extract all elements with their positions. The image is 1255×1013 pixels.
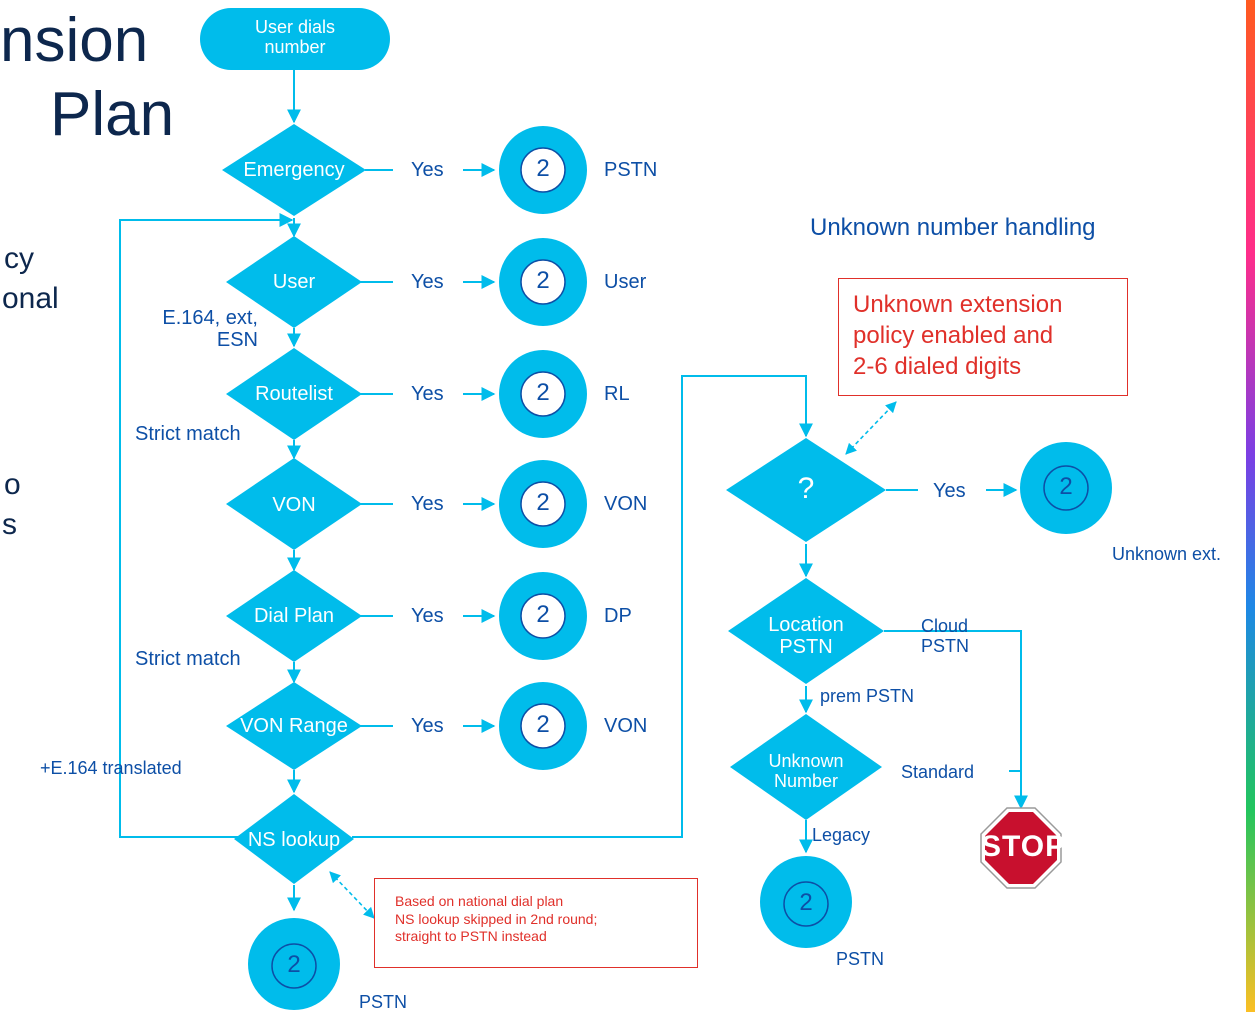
title-line-2: Plan — [50, 80, 175, 149]
note-strict-match-1: Strict match — [135, 423, 241, 445]
outcome-label-emergency: PSTN — [604, 159, 658, 181]
decision-ns-lookup-label: NS lookup — [247, 829, 341, 851]
start-terminator — [200, 8, 390, 70]
stop-sign-text: STOP — [981, 830, 1067, 863]
circle-num-legacy: 2 — [799, 889, 813, 916]
note-legacy: Legacy — [812, 825, 871, 845]
circle-num-unknown-ext: 2 — [1059, 473, 1073, 500]
circle-num-emergency: 2 — [536, 155, 550, 182]
decision-unknown-ext-label: ? — [797, 472, 815, 505]
decision-routelist — [226, 348, 362, 440]
outcome-label-von-range: VON — [604, 715, 648, 737]
yes-label-routelist: Yes — [411, 383, 444, 405]
decision-location-pstn — [728, 578, 884, 684]
yes-label-dial-plan: Yes — [411, 605, 444, 627]
decision-unknown-number — [730, 714, 882, 820]
outcome-label-unknown-ext: Unknown ext. — [1112, 544, 1222, 564]
decision-emergency — [222, 124, 366, 216]
note-e164-translated: +E.164 translated — [40, 758, 182, 778]
circle-num-user: 2 — [536, 267, 550, 294]
side-text-1: cy — [4, 242, 34, 275]
decision-von-range — [226, 682, 362, 770]
decision-unknown-ext — [726, 438, 886, 542]
note-e164-ext-esn: E.164, ext, ESN — [162, 307, 258, 351]
note-standard: Standard — [901, 762, 975, 782]
side-text-2: onal — [2, 282, 59, 315]
yes-label-von: Yes — [411, 493, 444, 515]
circle-num-pstn-bottom: 2 — [287, 951, 301, 978]
decision-dial-plan-label: Dial Plan — [253, 605, 335, 627]
yes-label-von-range: Yes — [411, 715, 444, 737]
circle-num-von-range: 2 — [536, 711, 550, 738]
yes-label-user: Yes — [411, 271, 444, 293]
circle-num-dial-plan: 2 — [536, 601, 550, 628]
decision-dial-plan — [226, 570, 362, 662]
outcome-label-von: VON — [604, 493, 648, 515]
circle-num-routelist: 2 — [536, 379, 550, 406]
note-ns-lookup-national-dial-plan: Based on national dial plan NS lookup sk… — [374, 878, 698, 968]
decision-user — [226, 236, 362, 328]
decision-von-label: VON — [272, 494, 316, 516]
outcome-label-legacy: PSTN — [836, 949, 885, 969]
outcome-label-routelist: RL — [604, 383, 630, 405]
note-strict-match-2: Strict match — [135, 648, 241, 670]
decision-ns-lookup — [234, 794, 354, 884]
outcome-label-user: User — [604, 271, 647, 293]
outcome-label-ns-lookup: PSTN — [359, 992, 408, 1012]
decision-von — [226, 458, 362, 550]
start-label: User dials number — [254, 17, 336, 57]
decision-unknown-number-label: Unknown Number — [768, 751, 844, 791]
yes-label-emergency: Yes — [411, 159, 444, 181]
side-text-3: o — [4, 468, 21, 501]
heading-unknown-number-handling: Unknown number handling — [810, 214, 1096, 241]
note-unknown-extension-policy: Unknown extension policy enabled and 2-6… — [838, 278, 1128, 396]
title-line-1: nsion — [0, 6, 149, 75]
note-cloud-pstn: Cloud PSTN — [921, 616, 970, 656]
decision-location-pstn-label: Location PSTN — [768, 614, 844, 658]
outcome-label-dial-plan: DP — [604, 605, 632, 627]
rainbow-edge-bar — [1246, 0, 1255, 1012]
note-prem-pstn: prem PSTN — [820, 686, 915, 706]
decision-von-range-label: VON Range — [240, 715, 348, 737]
side-text-4: s — [2, 508, 17, 541]
decision-emergency-label: Emergency — [243, 159, 345, 181]
decision-routelist-label: Routelist — [255, 383, 333, 405]
yes-label-unknown-ext: Yes — [933, 480, 966, 502]
circle-num-von: 2 — [536, 489, 550, 516]
decision-user-label: User — [272, 271, 316, 293]
